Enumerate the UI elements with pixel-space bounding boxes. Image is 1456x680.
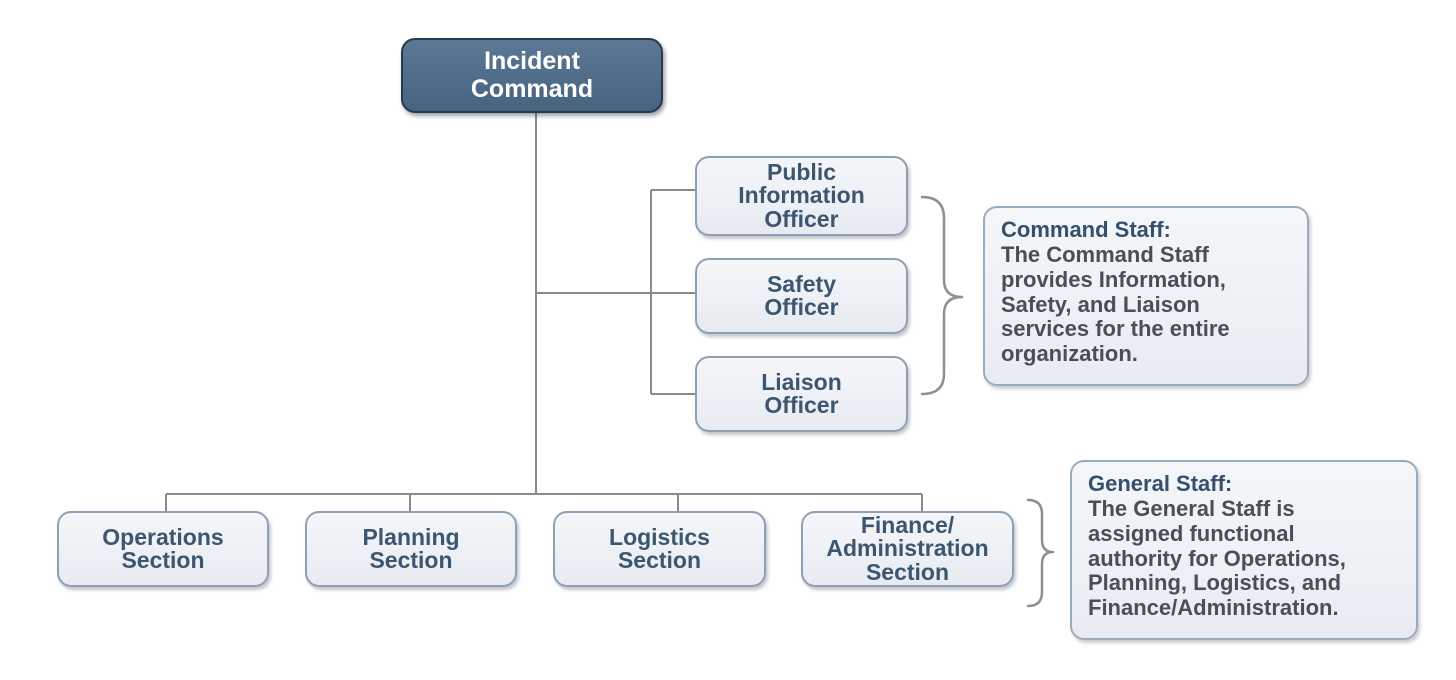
- command-staff-note-title: Command Staff:: [1001, 217, 1171, 242]
- general-staff-note: General Staff: The General Staff is assi…: [1070, 460, 1418, 640]
- command-staff-note-body: The Command Staff provides Information, …: [1001, 241, 1230, 367]
- operations-section-box: Operations Section: [57, 511, 269, 587]
- general-staff-brace: [1026, 498, 1055, 608]
- planning-section-box: Planning Section: [305, 511, 517, 587]
- safety-officer-box: Safety Officer: [695, 258, 908, 334]
- command-staff-brace: [920, 195, 964, 396]
- general-staff-note-body: The General Staff is assigned functional…: [1088, 495, 1346, 621]
- public-information-officer-box: Public Information Officer: [695, 156, 908, 236]
- finance-administration-section-box: Finance/ Administration Section: [801, 511, 1014, 587]
- general-staff-note-title: General Staff:: [1088, 471, 1233, 496]
- command-staff-note: Command Staff: The Command Staff provide…: [983, 206, 1309, 386]
- liaison-officer-box: Liaison Officer: [695, 356, 908, 432]
- incident-command-box: Incident Command: [401, 38, 663, 113]
- logistics-section-box: Logistics Section: [553, 511, 766, 587]
